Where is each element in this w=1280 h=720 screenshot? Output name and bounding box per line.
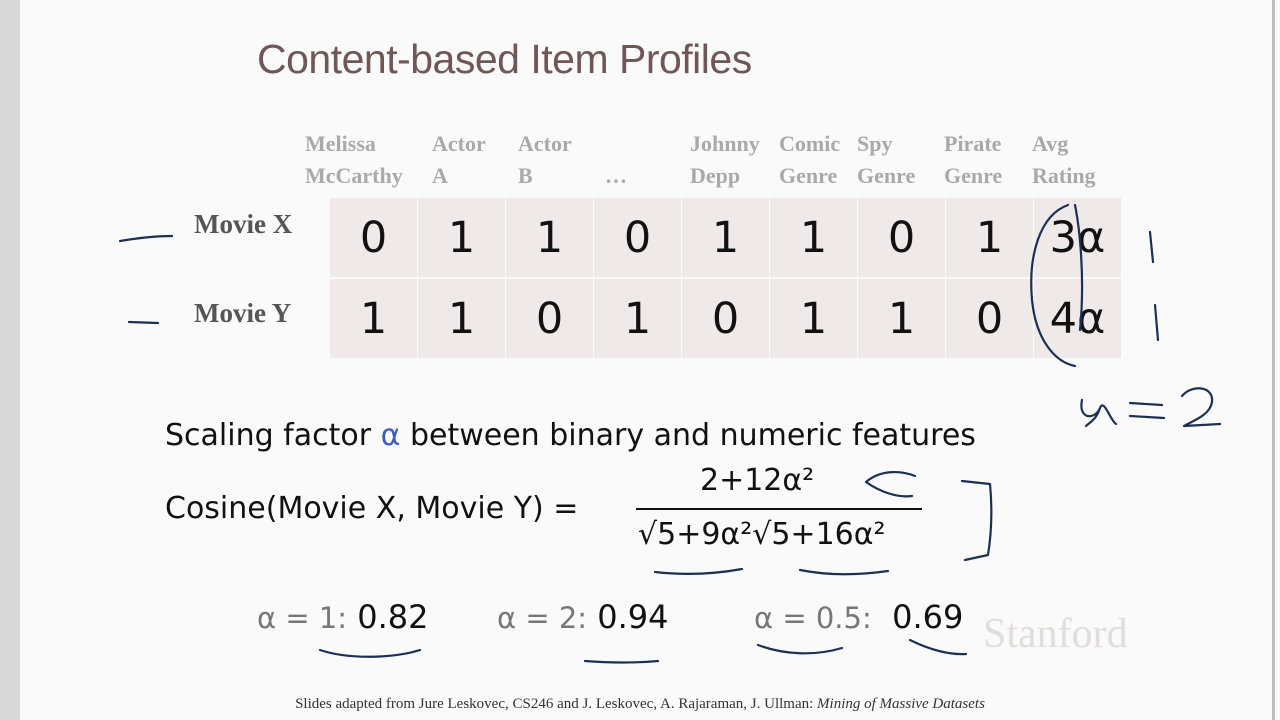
- ink-alpha-symbol: [1080, 398, 1118, 428]
- matrix-cell: 1: [770, 279, 857, 358]
- matrix-cell: 1: [330, 279, 417, 358]
- ink-bracket: [960, 479, 993, 562]
- ink-equals-sign: [1128, 401, 1166, 420]
- cosine-denominator: √5+9α²√5+16α²: [638, 517, 886, 552]
- matrix-cell: 0: [682, 279, 769, 358]
- feature-matrix: 0 1 1 0 1 1 0 1 3α 1 1 0 1 0 1 1 0 4α: [330, 198, 1121, 358]
- ink-circle-inner: [1073, 203, 1084, 332]
- ink-arrow-numerator: [864, 470, 917, 498]
- ink-underline-den-2: [798, 568, 890, 576]
- ink-underline-result-3: [756, 643, 844, 655]
- matrix-cell: 1: [418, 279, 505, 358]
- matrix-cell: 0: [330, 198, 417, 277]
- matrix-cell: 1: [418, 198, 505, 277]
- result-alpha-1: α = 1: 0.82: [257, 598, 429, 636]
- slide-title: Content-based Item Profiles: [257, 36, 752, 82]
- matrix-cell: 0: [506, 279, 593, 358]
- row-label-movie-y: Movie Y: [194, 298, 292, 328]
- ink-underline-result-1: [318, 648, 422, 658]
- ink-dash-movie-y: [127, 320, 160, 325]
- matrix-cell: 1: [858, 279, 945, 358]
- matrix-cell: 1: [682, 198, 769, 277]
- ink-underline-result-2: [583, 659, 660, 664]
- result-alpha-2: α = 2: 0.94: [497, 598, 669, 636]
- ink-tick-movie-y: [1153, 303, 1160, 342]
- ink-circle-avg-rating: [1030, 203, 1077, 368]
- ink-tick-movie-x: [1148, 230, 1155, 264]
- matrix-cell: 0: [858, 198, 945, 277]
- matrix-cell: 0: [594, 198, 681, 277]
- row-label-movie-x: Movie X: [194, 209, 293, 239]
- left-edge-bar: [0, 0, 20, 720]
- cosine-numerator: 2+12α²: [700, 463, 815, 498]
- ink-digit-two: [1180, 387, 1222, 428]
- matrix-cell: 1: [946, 198, 1033, 277]
- matrix-cell: 1: [594, 279, 681, 358]
- ink-underline-result-4: [908, 638, 968, 656]
- right-edge-bar: [1272, 0, 1275, 720]
- matrix-cell: 4α: [1034, 279, 1121, 358]
- cosine-formula-label: Cosine(Movie X, Movie Y) =: [165, 491, 579, 526]
- matrix-cell: 1: [506, 198, 593, 277]
- matrix-cell: 1: [770, 198, 857, 277]
- ink-underline-den-1: [653, 567, 744, 575]
- result-alpha-0-5: α = 0.5: 0.69: [754, 598, 964, 636]
- matrix-cell: 0: [946, 279, 1033, 358]
- footer-credit: Slides adapted from Jure Leskovec, CS246…: [295, 696, 985, 712]
- matrix-cell: 3α: [1034, 198, 1121, 277]
- scaling-factor-text: Scaling factor α between binary and nume…: [165, 418, 976, 453]
- ink-arrow-movie-x: [118, 234, 174, 243]
- stanford-logo: Stanford: [983, 611, 1128, 657]
- fraction-bar: [636, 508, 922, 510]
- column-header: …: [605, 163, 627, 188]
